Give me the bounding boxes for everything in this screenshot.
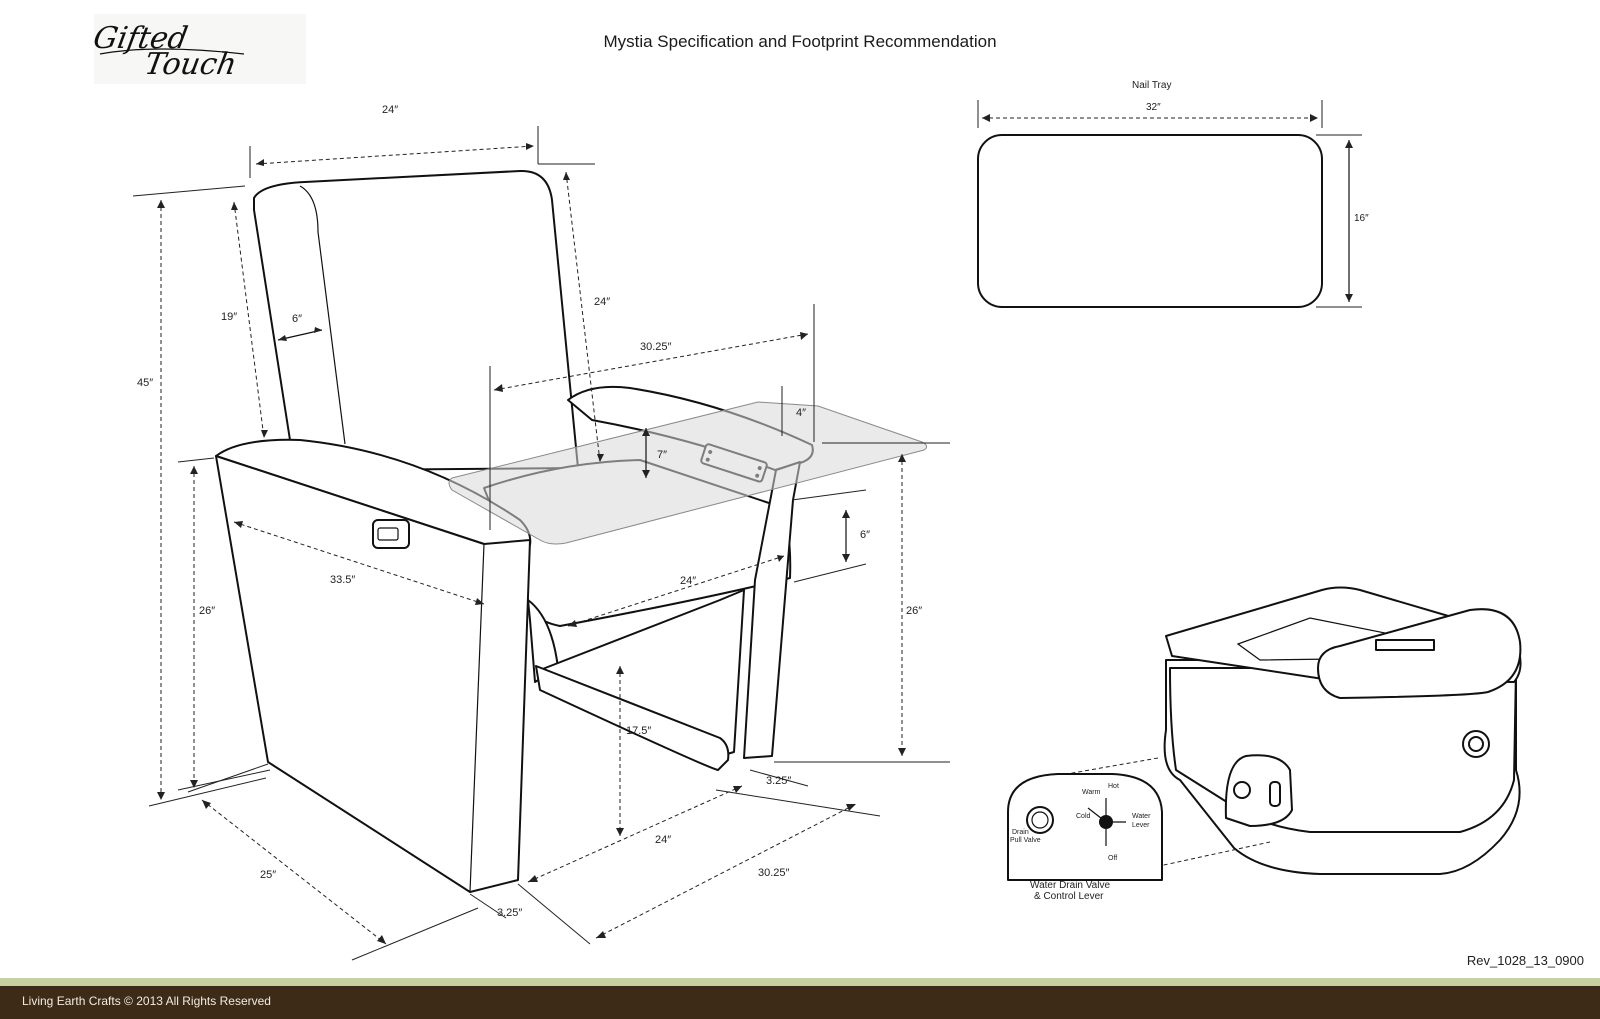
drain-label-1: Drain [1012,829,1029,836]
dim-seat-width: 24″ [680,575,696,587]
label-hot: Hot [1108,783,1119,790]
control-lever-dial-icon [1087,798,1126,846]
valve-detail-panel: Drain Pull Valve Hot Warm Cold Water Lev… [1007,773,1163,902]
chair-footrest-bar [535,665,730,771]
page-title: Mystia Specification and Footprint Recom… [603,32,997,51]
revision-code: Rev_1028_13_0900 [1466,953,1584,968]
dim-tray-height: 26″ [906,605,922,617]
dim-back-depth: 24″ [594,296,610,308]
dim-footrest-gap: 6″ [860,529,870,541]
label-water: Water [1132,813,1151,820]
nail-tray-width: 32″ [1146,102,1161,113]
pedicure-tray-glass [448,401,928,545]
dim-footrest-height: 17.5″ [626,725,651,737]
chair-backrest [253,169,579,471]
footer-copyright: Living Earth Crafts © 2013 All Rights Re… [22,994,271,1008]
basin-foot-rest-cap [1317,608,1522,699]
dim-depth: 25″ [260,869,276,881]
dim-leg-thickness-right: 3.25″ [766,775,791,787]
dim-tray-gap: 7″ [657,449,667,461]
footer-stripe [0,978,1600,986]
dim-base-depth: 30.25″ [758,867,790,879]
nail-tray-title: Nail Tray [1132,80,1171,91]
chair-dimension-lines [132,126,950,961]
basin-control-plate [1224,754,1293,827]
gifted-touch-logo: Gifted Touch [91,14,306,84]
footer-bar: Living Earth Crafts © 2013 All Rights Re… [0,986,1600,1019]
label-lever: Lever [1132,822,1150,829]
chair-illustration [215,169,814,893]
svg-text:Touch: Touch [142,47,239,82]
dim-leg-thickness-left: 3.25″ [497,907,522,919]
spec-drawing: 24″ 45″ 19″ 6″ 24″ 30.25″ 4″ 7″ 6″ 33.5″… [132,80,1522,961]
valve-caption-1: Water Drain Valve [1030,880,1110,891]
dim-armrest-length: 33.5″ [330,574,355,586]
label-cold: Cold [1076,813,1091,820]
drain-label-2: Pull Valve [1010,837,1041,844]
dim-back-height: 19″ [221,311,237,323]
dim-overall-height: 45″ [137,377,153,389]
foot-basin-illustration [1043,586,1522,875]
drain-pull-valve-icon [1026,806,1054,834]
label-warm: Warm [1082,789,1101,796]
arm-control-panel [372,519,410,549]
dim-base-width: 24″ [655,834,671,846]
nail-tray-outline [977,134,1323,308]
dim-tray-edge: 4″ [796,407,806,419]
dim-seat-width-top: 24″ [382,104,398,116]
valve-caption-2: & Control Lever [1034,891,1104,902]
label-off: Off [1108,855,1117,862]
dim-arm-height-left: 26″ [199,605,215,617]
logo-script-mark: Gifted Touch [91,21,245,82]
nail-tray-height: 16″ [1354,213,1369,224]
nail-tray-diagram: Nail Tray 32″ 16″ [977,80,1369,308]
svg-text:Gifted: Gifted [94,21,190,56]
dim-back-thickness: 6″ [292,313,302,325]
dim-tray-reach: 30.25″ [640,341,672,353]
